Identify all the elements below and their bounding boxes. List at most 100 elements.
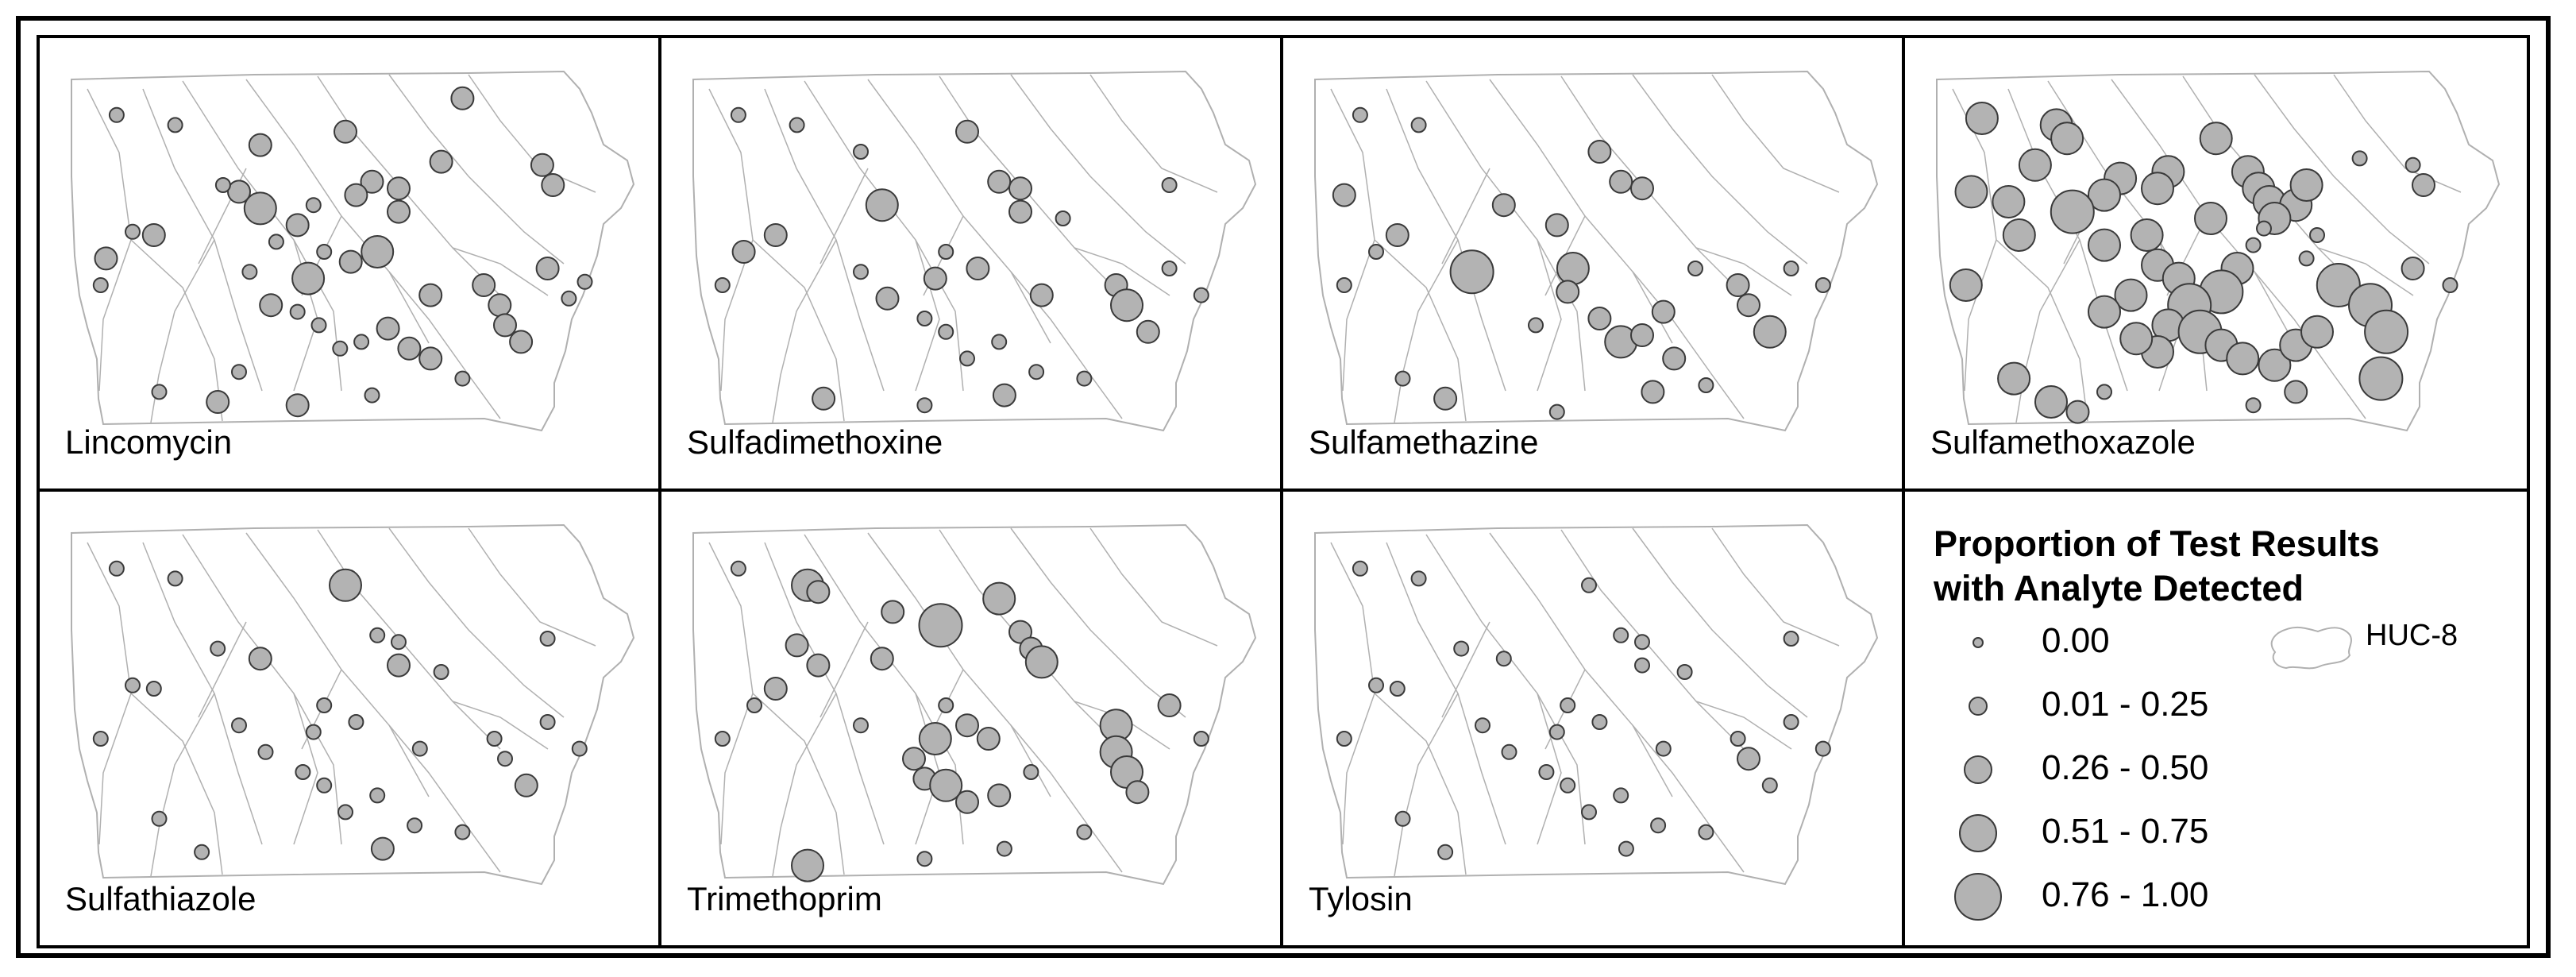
sampling-site-marker[interactable] xyxy=(433,664,449,680)
sampling-site-marker[interactable] xyxy=(1560,697,1576,713)
sampling-site-marker[interactable] xyxy=(151,384,168,400)
sampling-site-marker[interactable] xyxy=(1783,714,1799,730)
sampling-site-marker[interactable] xyxy=(305,197,322,214)
sampling-site-marker[interactable] xyxy=(916,311,933,326)
sampling-site-marker[interactable] xyxy=(1501,743,1517,760)
sampling-site-marker[interactable] xyxy=(539,631,556,647)
sampling-site-marker[interactable] xyxy=(231,364,247,380)
sampling-site-marker[interactable] xyxy=(391,634,407,651)
sampling-site-marker[interactable] xyxy=(454,824,471,840)
sampling-site-marker[interactable] xyxy=(1449,249,1494,295)
sampling-site-marker[interactable] xyxy=(1737,747,1760,771)
sampling-site-marker[interactable] xyxy=(1453,640,1470,657)
sampling-site-marker[interactable] xyxy=(2088,228,2121,262)
sampling-site-marker[interactable] xyxy=(806,653,831,678)
sampling-site-marker[interactable] xyxy=(2065,400,2090,424)
sampling-site-marker[interactable] xyxy=(125,677,141,693)
sampling-site-marker[interactable] xyxy=(348,714,364,730)
sampling-site-marker[interactable] xyxy=(571,740,588,757)
sampling-site-marker[interactable] xyxy=(370,836,395,861)
sampling-site-marker[interactable] xyxy=(429,149,453,174)
sampling-site-marker[interactable] xyxy=(2401,257,2425,280)
sampling-site-marker[interactable] xyxy=(955,790,979,814)
sampling-site-marker[interactable] xyxy=(2194,202,2227,235)
sampling-site-marker[interactable] xyxy=(338,249,363,274)
sampling-site-marker[interactable] xyxy=(1161,261,1178,276)
sampling-site-marker[interactable] xyxy=(1394,370,1411,387)
sampling-site-marker[interactable] xyxy=(1336,277,1352,293)
sampling-site-marker[interactable] xyxy=(1491,193,1516,218)
sampling-site-marker[interactable] xyxy=(763,677,788,701)
sampling-site-marker[interactable] xyxy=(1698,824,1714,840)
sampling-site-marker[interactable] xyxy=(2316,263,2361,307)
sampling-site-marker[interactable] xyxy=(92,277,109,293)
sampling-site-marker[interactable] xyxy=(376,316,400,341)
sampling-site-marker[interactable] xyxy=(987,783,1012,808)
sampling-site-marker[interactable] xyxy=(1008,199,1032,224)
sampling-site-marker[interactable] xyxy=(243,191,277,226)
sampling-site-marker[interactable] xyxy=(1737,293,1760,318)
sampling-site-marker[interactable] xyxy=(387,653,411,678)
sampling-site-marker[interactable] xyxy=(1753,315,1787,349)
sampling-site-marker[interactable] xyxy=(411,740,428,757)
sampling-site-marker[interactable] xyxy=(1076,370,1093,387)
sampling-site-marker[interactable] xyxy=(2256,220,2272,237)
sampling-site-marker[interactable] xyxy=(918,603,963,648)
sampling-site-marker[interactable] xyxy=(1726,273,1750,297)
sampling-site-marker[interactable] xyxy=(268,234,284,250)
sampling-site-marker[interactable] xyxy=(938,697,954,713)
sampling-site-marker[interactable] xyxy=(1023,764,1039,780)
sampling-site-marker[interactable] xyxy=(1055,210,1071,226)
sampling-site-marker[interactable] xyxy=(2351,150,2368,167)
sampling-site-marker[interactable] xyxy=(295,764,311,780)
sampling-site-marker[interactable] xyxy=(763,223,788,247)
sampling-site-marker[interactable] xyxy=(360,169,384,194)
sampling-site-marker[interactable] xyxy=(214,177,231,193)
sampling-site-marker[interactable] xyxy=(407,817,423,834)
sampling-site-marker[interactable] xyxy=(1394,810,1411,827)
sampling-site-marker[interactable] xyxy=(2404,156,2421,173)
sampling-site-marker[interactable] xyxy=(955,713,979,738)
sampling-site-marker[interactable] xyxy=(1548,404,1565,420)
sampling-site-marker[interactable] xyxy=(108,106,125,123)
sampling-site-marker[interactable] xyxy=(305,724,322,740)
sampling-site-marker[interactable] xyxy=(497,751,513,767)
sampling-site-marker[interactable] xyxy=(2442,277,2458,293)
sampling-site-marker[interactable] xyxy=(731,240,756,264)
sampling-site-marker[interactable] xyxy=(248,133,272,157)
sampling-site-marker[interactable] xyxy=(2358,356,2404,401)
sampling-site-marker[interactable] xyxy=(2018,148,2052,182)
sampling-site-marker[interactable] xyxy=(1556,280,1580,304)
sampling-site-marker[interactable] xyxy=(730,106,746,123)
sampling-site-marker[interactable] xyxy=(1609,169,1633,194)
sampling-site-marker[interactable] xyxy=(746,697,762,713)
sampling-site-marker[interactable] xyxy=(1385,223,1409,247)
sampling-site-marker[interactable] xyxy=(2258,348,2292,382)
sampling-site-marker[interactable] xyxy=(1992,185,2026,218)
sampling-site-marker[interactable] xyxy=(1965,102,1999,135)
sampling-site-marker[interactable] xyxy=(334,119,357,144)
sampling-site-marker[interactable] xyxy=(316,697,333,713)
sampling-site-marker[interactable] xyxy=(1193,287,1209,303)
sampling-site-marker[interactable] xyxy=(1136,319,1160,344)
sampling-site-marker[interactable] xyxy=(955,119,979,144)
sampling-site-marker[interactable] xyxy=(1410,117,1427,133)
sampling-site-marker[interactable] xyxy=(1125,780,1150,805)
sampling-site-marker[interactable] xyxy=(2284,380,2308,404)
sampling-site-marker[interactable] xyxy=(167,117,183,133)
sampling-site-marker[interactable] xyxy=(1618,840,1634,857)
sampling-site-marker[interactable] xyxy=(1008,620,1032,644)
sampling-site-marker[interactable] xyxy=(959,350,975,367)
sampling-site-marker[interactable] xyxy=(1662,346,1687,371)
sampling-site-marker[interactable] xyxy=(1028,364,1045,380)
sampling-site-marker[interactable] xyxy=(285,393,310,418)
sampling-site-marker[interactable] xyxy=(789,117,805,133)
sampling-site-marker[interactable] xyxy=(387,176,411,201)
sampling-site-marker[interactable] xyxy=(227,180,251,204)
sampling-site-marker[interactable] xyxy=(916,851,933,867)
sampling-site-marker[interactable] xyxy=(577,273,593,290)
sampling-site-marker[interactable] xyxy=(1651,299,1676,324)
sampling-site-marker[interactable] xyxy=(1332,183,1356,207)
sampling-site-marker[interactable] xyxy=(1634,657,1650,674)
sampling-site-marker[interactable] xyxy=(1110,288,1143,322)
